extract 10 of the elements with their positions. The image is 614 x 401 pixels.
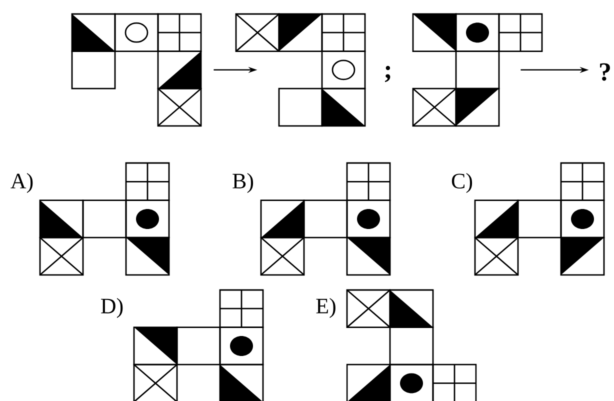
figure-drawing <box>235 13 366 127</box>
semicolon: ; <box>385 66 390 82</box>
figure-drawing <box>71 13 202 127</box>
figure-drawing <box>412 13 543 127</box>
option-label: D) <box>101 298 123 318</box>
option-label: A) <box>10 173 33 193</box>
option-label: E) <box>316 298 336 318</box>
question-mark: ? <box>600 63 610 81</box>
option-label: C) <box>452 173 472 193</box>
option-label: B) <box>232 173 254 193</box>
